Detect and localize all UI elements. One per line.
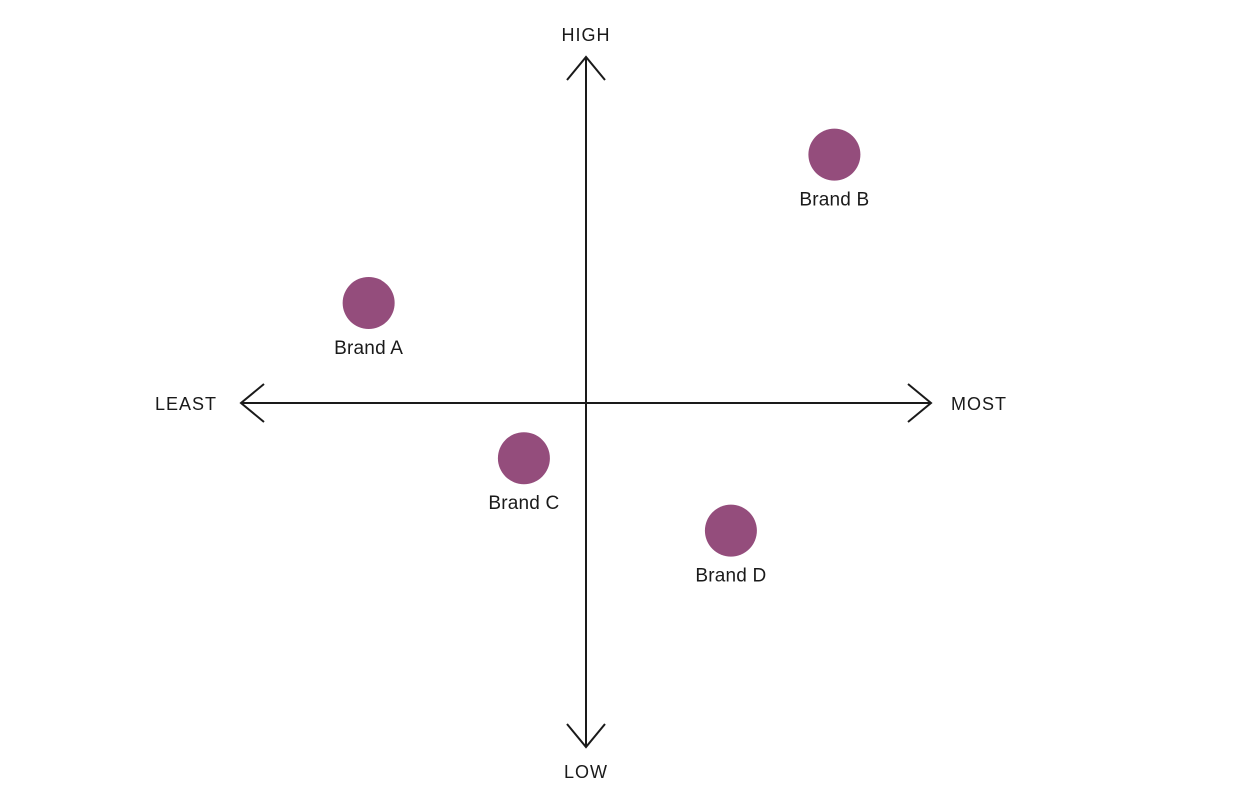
axis-label-most: MOST	[951, 394, 1007, 414]
data-point-label: Brand B	[799, 190, 869, 211]
data-point-marker	[497, 432, 550, 485]
data-point-group: Brand A	[334, 276, 403, 359]
data-point-group: Brand D	[695, 504, 766, 587]
arrowhead-up-icon	[566, 55, 606, 81]
arrowhead-down-icon	[566, 723, 606, 749]
axis-label-low: LOW	[564, 762, 608, 782]
arrowhead-left-icon	[239, 383, 265, 423]
data-point-label: Brand C	[488, 493, 559, 514]
axis-label-least: LEAST	[155, 394, 217, 414]
data-points-layer: Brand A Brand B Brand C Brand D	[334, 128, 869, 587]
data-point-group: Brand C	[488, 432, 559, 514]
horizontal-axis	[239, 383, 933, 423]
data-point-label: Brand D	[695, 566, 766, 587]
data-point-label: Brand A	[334, 338, 403, 359]
data-point-marker	[704, 504, 757, 557]
data-point-marker	[808, 128, 861, 181]
arrowhead-right-icon	[907, 383, 933, 423]
data-point-marker	[342, 276, 395, 329]
data-point-group: Brand B	[799, 128, 869, 211]
axis-label-high: HIGH	[562, 25, 611, 45]
